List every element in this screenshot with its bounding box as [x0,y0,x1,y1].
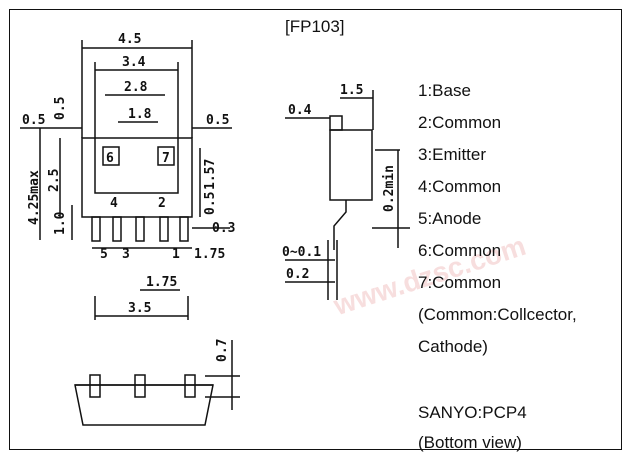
dim-height-small: 1.0 [53,211,68,235]
dim-w-total: 4.5 [118,32,141,47]
package-name: SANYO:PCP4 [418,403,527,422]
front-body-outline [81,137,193,218]
dim-pin-span: 1.75 [146,275,177,290]
pin-label-6: 6 [106,151,114,166]
dim-side-w: 1.5 [340,83,363,98]
lead-3 [112,216,122,242]
dim-pin-pitch: 1.75 [194,247,225,262]
package-code-title: [FP103] [285,17,345,36]
side-top-tab [329,115,343,131]
pin7-slot [157,146,175,166]
side-lead [333,200,347,250]
dim-side-lead-off: 0.4 [288,103,312,118]
dim-left-gap: 0.5 [22,113,45,128]
dim-left-top: 0.5 [53,97,68,120]
bottom-lead-2 [134,374,146,398]
pin-label-7: 7 [162,151,170,166]
dim-bottom-h: 0.7 [215,339,230,362]
front-tab-outline [94,138,179,194]
dim-height-body: 2.5 [47,169,62,192]
dim-w-tab: 2.8 [124,80,148,95]
pin-7-desc: 7:Common [418,273,502,292]
dim-tab-h: 1.57 [203,159,218,190]
dim-pin-right: 0.3 [212,221,235,236]
view-note: (Bottom view) [418,433,522,452]
lead-1 [179,216,189,242]
lead-2 [159,216,169,242]
bottom-body-outline [74,384,214,426]
dim-side-tol: 0~0.1 [282,245,321,260]
common-note-line-2: Cathode) [418,337,488,356]
lead-5 [91,216,101,242]
bottom-lead-3 [184,374,196,398]
dim-right-gap: 0.5 [206,113,229,128]
dim-side-lead-len: 0.2min [382,165,397,212]
pin-5-desc: 5:Anode [418,209,482,228]
pin6-slot [102,146,120,166]
dim-w-mid: 3.4 [122,55,146,70]
figure-frame [9,9,622,450]
dim-side-thick: 0.2 [286,267,309,282]
dim-height-total: 4.25max [27,170,42,225]
dim-base-w: 3.5 [128,301,151,316]
pin-3-desc: 3:Emitter [418,145,487,164]
pin-2-desc: 2:Common [418,113,502,132]
common-note-line-1: (Common:Collcector, [418,305,577,324]
pin-6-desc: 6:Common [418,241,502,260]
pin-1-desc: 1:Base [418,81,471,100]
dim-pin-w: 0.5 [203,192,218,215]
pin-label-1: 1 [172,247,180,262]
pin-label-2: 2 [158,196,166,211]
lead-4 [135,216,145,242]
bottom-lead-1 [89,374,101,398]
pin-label-5: 5 [100,247,108,262]
pin-label-3: 3 [122,247,130,262]
side-body-outline [329,129,373,201]
pin-4-desc: 4:Common [418,177,502,196]
pin-label-4: 4 [110,196,118,211]
dim-w-slot: 1.8 [128,107,152,122]
